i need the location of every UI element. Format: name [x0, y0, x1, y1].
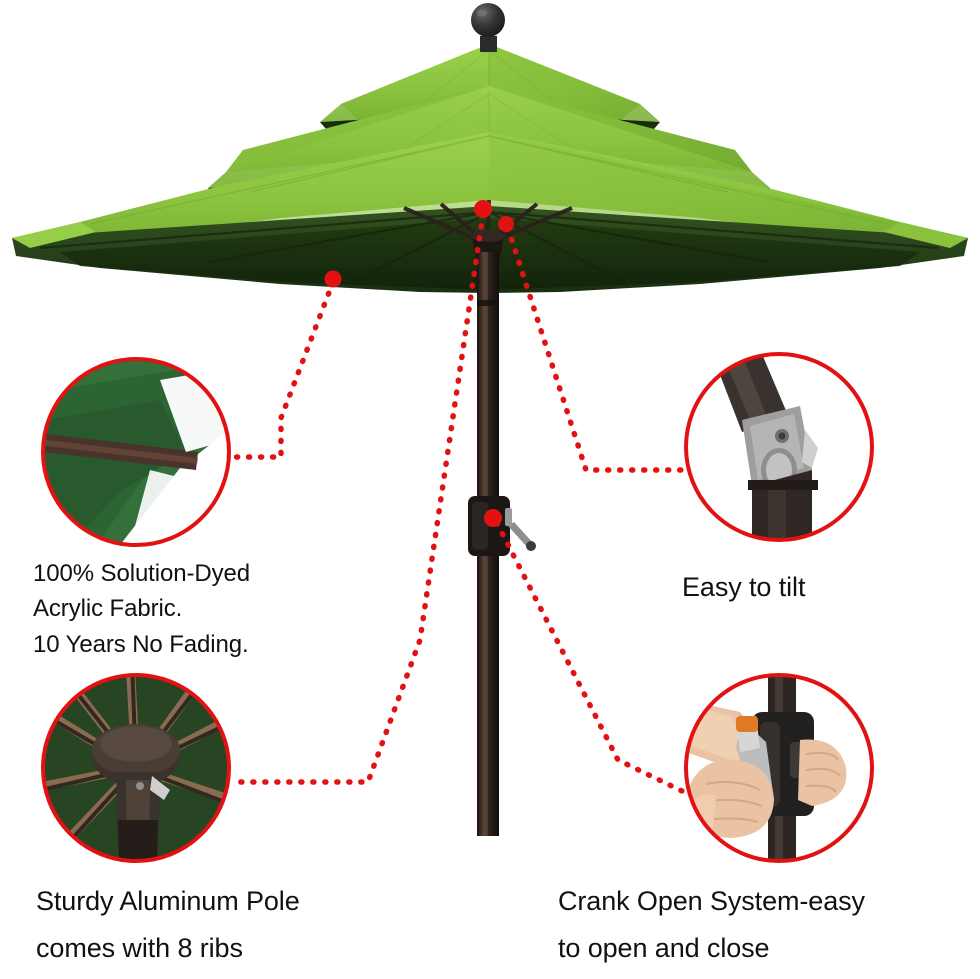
caption-tilt: Easy to tilt	[682, 572, 806, 602]
detail-circle-tilt	[684, 352, 874, 542]
tilt-marker	[498, 216, 514, 232]
finial-ball	[471, 3, 505, 52]
callout-markers	[324, 200, 514, 527]
crank-marker	[484, 509, 502, 527]
callout-leader-lines	[229, 211, 687, 795]
detail-circle-fabric	[41, 357, 231, 547]
fabric-marker	[324, 270, 342, 288]
detail-circle-pole	[41, 673, 231, 863]
hub-marker	[474, 200, 492, 218]
detail-circle-crank	[684, 673, 874, 863]
caption-fabric: 100% Solution-Dyed Acrylic Fabric. 10 Ye…	[33, 560, 251, 658]
caption-crank: Crank Open System-easy to open and close	[558, 886, 865, 963]
caption-pole: Sturdy Aluminum Pole comes with 8 ribs	[36, 886, 300, 963]
crank-housing	[468, 496, 536, 556]
